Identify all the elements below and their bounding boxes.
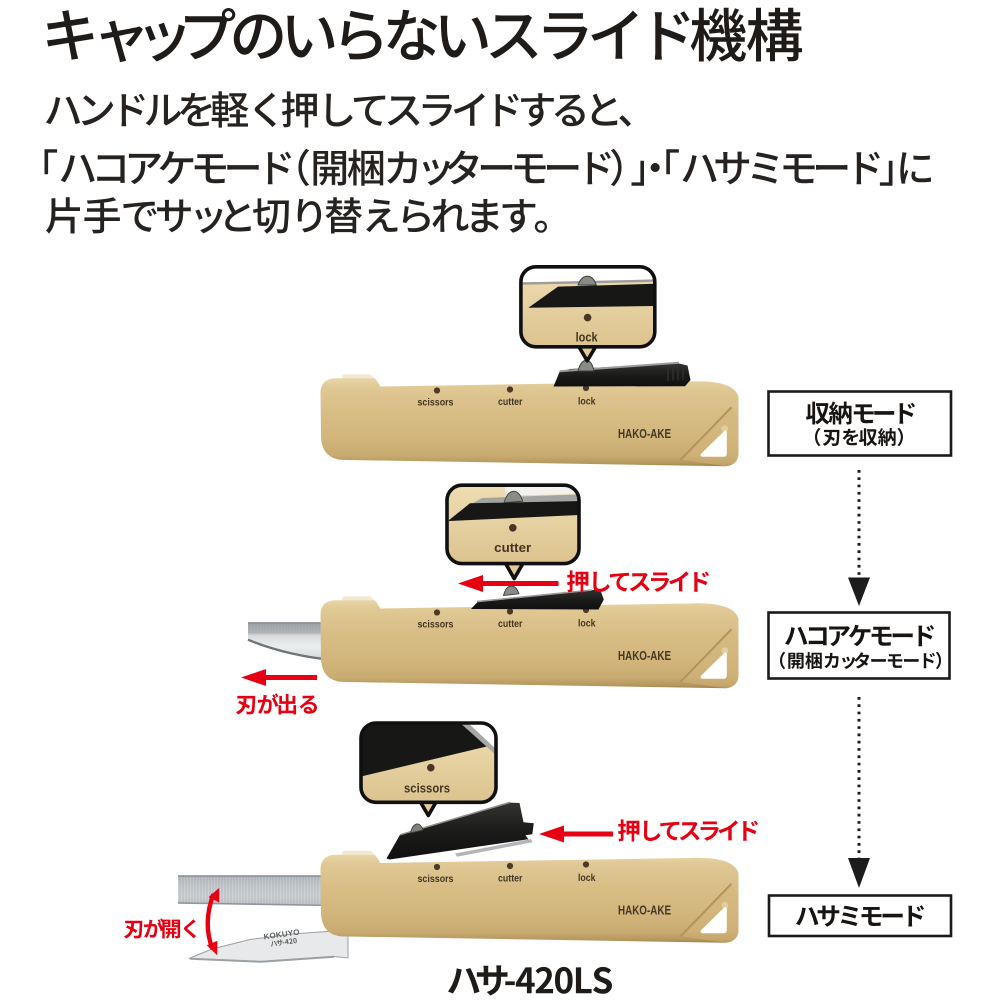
svg-text:lock: lock <box>576 329 599 344</box>
svg-text:cutter: cutter <box>494 540 531 555</box>
svg-text:scissors: scissors <box>404 781 450 796</box>
